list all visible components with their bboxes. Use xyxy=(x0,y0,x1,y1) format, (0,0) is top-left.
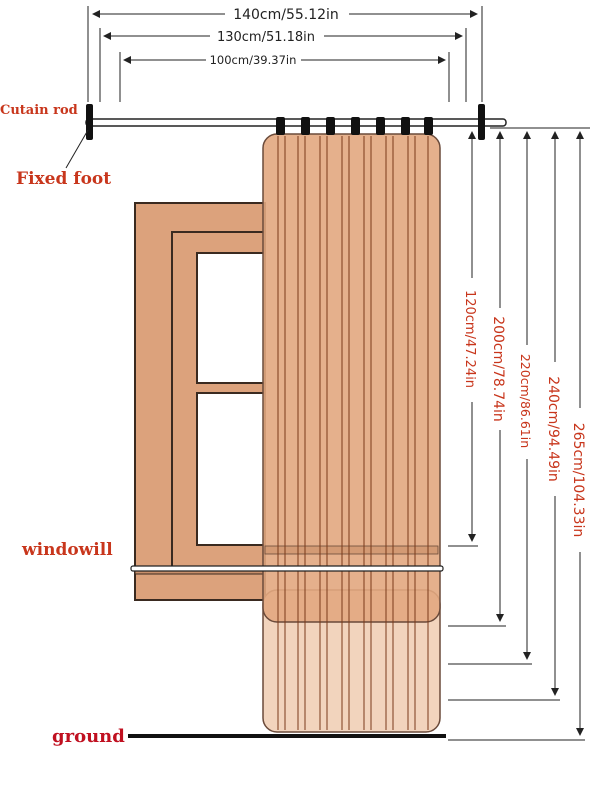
height-label-265: 265cm/104.33in xyxy=(570,423,586,538)
curtain xyxy=(262,133,441,733)
fixed-foot-pointer xyxy=(65,129,89,169)
windowsill-label: windowill xyxy=(21,540,113,560)
curtain-hem-band xyxy=(264,545,439,555)
height-label-220: 220cm/86.61in xyxy=(518,354,533,448)
height-label-240: 240cm/94.49in xyxy=(545,376,561,482)
height-label-120: 120cm/47.24in xyxy=(462,290,477,388)
rod-bar xyxy=(85,118,507,127)
fixed-foot-label: Fixed foot xyxy=(16,169,111,189)
width-label-100: 100cm/39.37in xyxy=(210,53,297,67)
width-label-130: 130cm/51.18in xyxy=(217,30,315,45)
window xyxy=(134,202,266,601)
height-label-200: 200cm/78.74in xyxy=(490,316,506,422)
curtain-rod-label: Cutain rod xyxy=(0,103,78,118)
width-label-140: 140cm/55.12in xyxy=(233,7,339,23)
window-pane-bottom xyxy=(196,392,266,546)
curtain-rod xyxy=(85,104,507,140)
ground-label: ground xyxy=(52,726,125,747)
curtain-rings xyxy=(276,117,433,135)
window-pane-top xyxy=(196,252,266,384)
rod-bracket-left xyxy=(86,104,93,140)
curtain-pleats xyxy=(277,136,429,730)
rod-bracket-right xyxy=(478,104,485,140)
sill-rod xyxy=(130,565,444,572)
